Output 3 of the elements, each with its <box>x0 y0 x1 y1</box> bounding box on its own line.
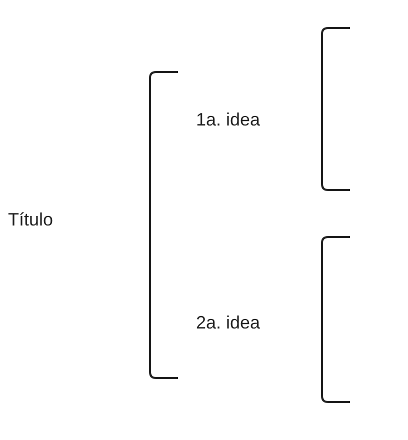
label-text: 1a. idea <box>196 110 260 130</box>
label-text: 2a. idea <box>196 312 260 334</box>
label-text: Título <box>8 210 54 230</box>
